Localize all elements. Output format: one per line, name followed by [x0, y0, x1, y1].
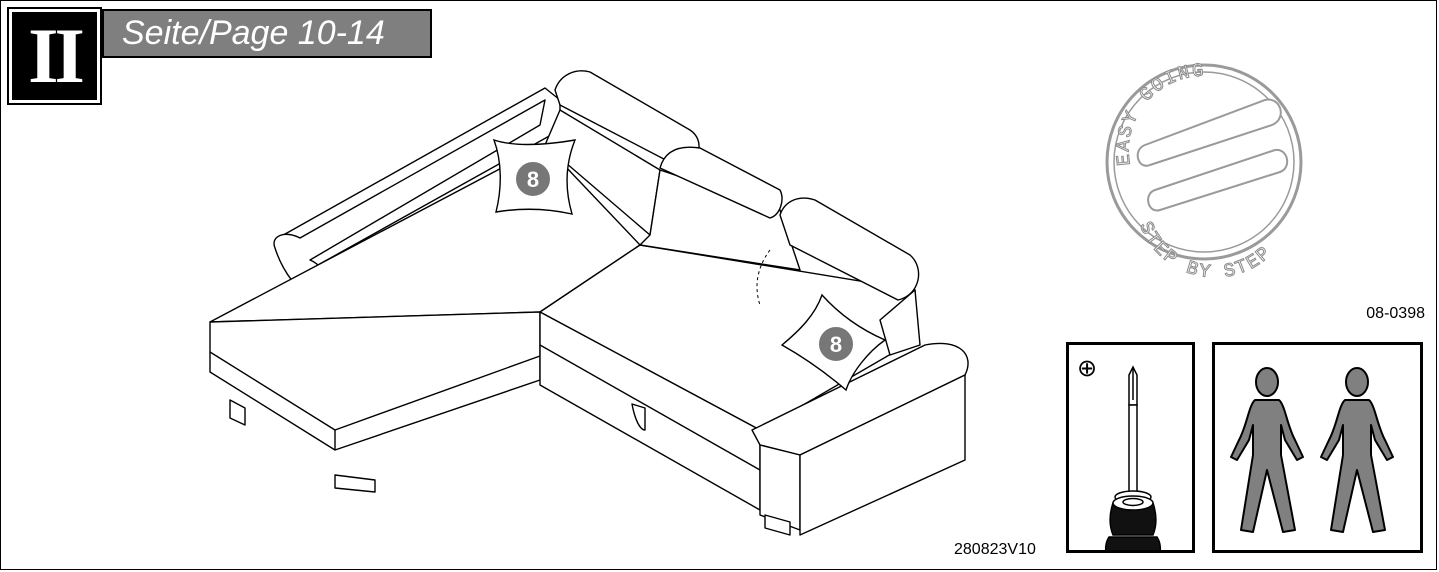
- two-persons-icon: [1230, 367, 1394, 533]
- phillips-screwdriver-icon: [1104, 365, 1162, 550]
- page-reference-label: Seite/Page 10-14: [122, 14, 385, 52]
- tool-box-screwdriver: ⊕: [1066, 342, 1195, 553]
- version-code: 280823V10: [954, 541, 1036, 558]
- phillips-symbol-icon: ⊕: [1077, 355, 1098, 382]
- model-code: 08-0398: [1366, 305, 1425, 322]
- step-number: II: [28, 12, 85, 99]
- tool-box-two-persons: [1212, 342, 1423, 553]
- step-number-badge: II: [7, 7, 102, 105]
- page-reference-banner: Seite/Page 10-14: [102, 9, 432, 58]
